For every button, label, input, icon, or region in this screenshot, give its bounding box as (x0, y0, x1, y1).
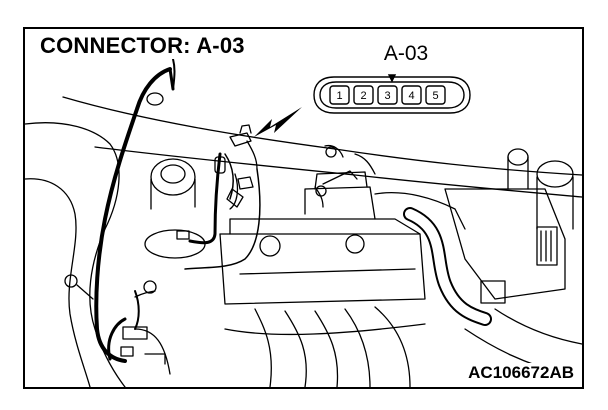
pin-3: 3 (377, 85, 398, 105)
connector-label: A-03 (383, 42, 429, 65)
pin-4: 4 (401, 85, 422, 105)
svg-text:3: 3 (384, 90, 390, 102)
reference-code: AC106672AB (466, 363, 576, 383)
cowl-line (94, 146, 582, 198)
harness-branch (188, 152, 222, 245)
pin-1: 1 (329, 85, 350, 105)
left-strut-tower (144, 158, 206, 259)
lower-harness-bundle (107, 280, 171, 375)
harness-clip (214, 156, 226, 174)
intake-runners (224, 306, 426, 387)
engine-bay-illustration (25, 58, 582, 387)
svg-text:1: 1 (336, 90, 342, 102)
connector-a03-face: 1 2 3 4 5 (313, 74, 471, 114)
engine-block (219, 171, 426, 305)
connector-a03-location (229, 124, 258, 170)
diagram-frame: 1 2 3 4 5 CONNECTOR: A-03 A-03 AC106672A… (23, 27, 584, 389)
pin-2: 2 (353, 85, 374, 105)
pointer-arrow (254, 107, 302, 137)
svg-text:5: 5 (432, 90, 438, 102)
svg-text:2: 2 (360, 90, 366, 102)
pin-5: 5 (425, 85, 446, 105)
intake-hose (403, 207, 492, 326)
firewall-grommet (146, 92, 164, 106)
thin-wire (184, 168, 261, 270)
page-title: CONNECTOR: A-03 (38, 33, 247, 59)
svg-text:4: 4 (408, 90, 414, 102)
right-strut-tower (507, 148, 574, 230)
main-wiring-harness (94, 67, 172, 363)
ground-terminals (64, 144, 358, 300)
air-cleaner-box (444, 188, 566, 304)
